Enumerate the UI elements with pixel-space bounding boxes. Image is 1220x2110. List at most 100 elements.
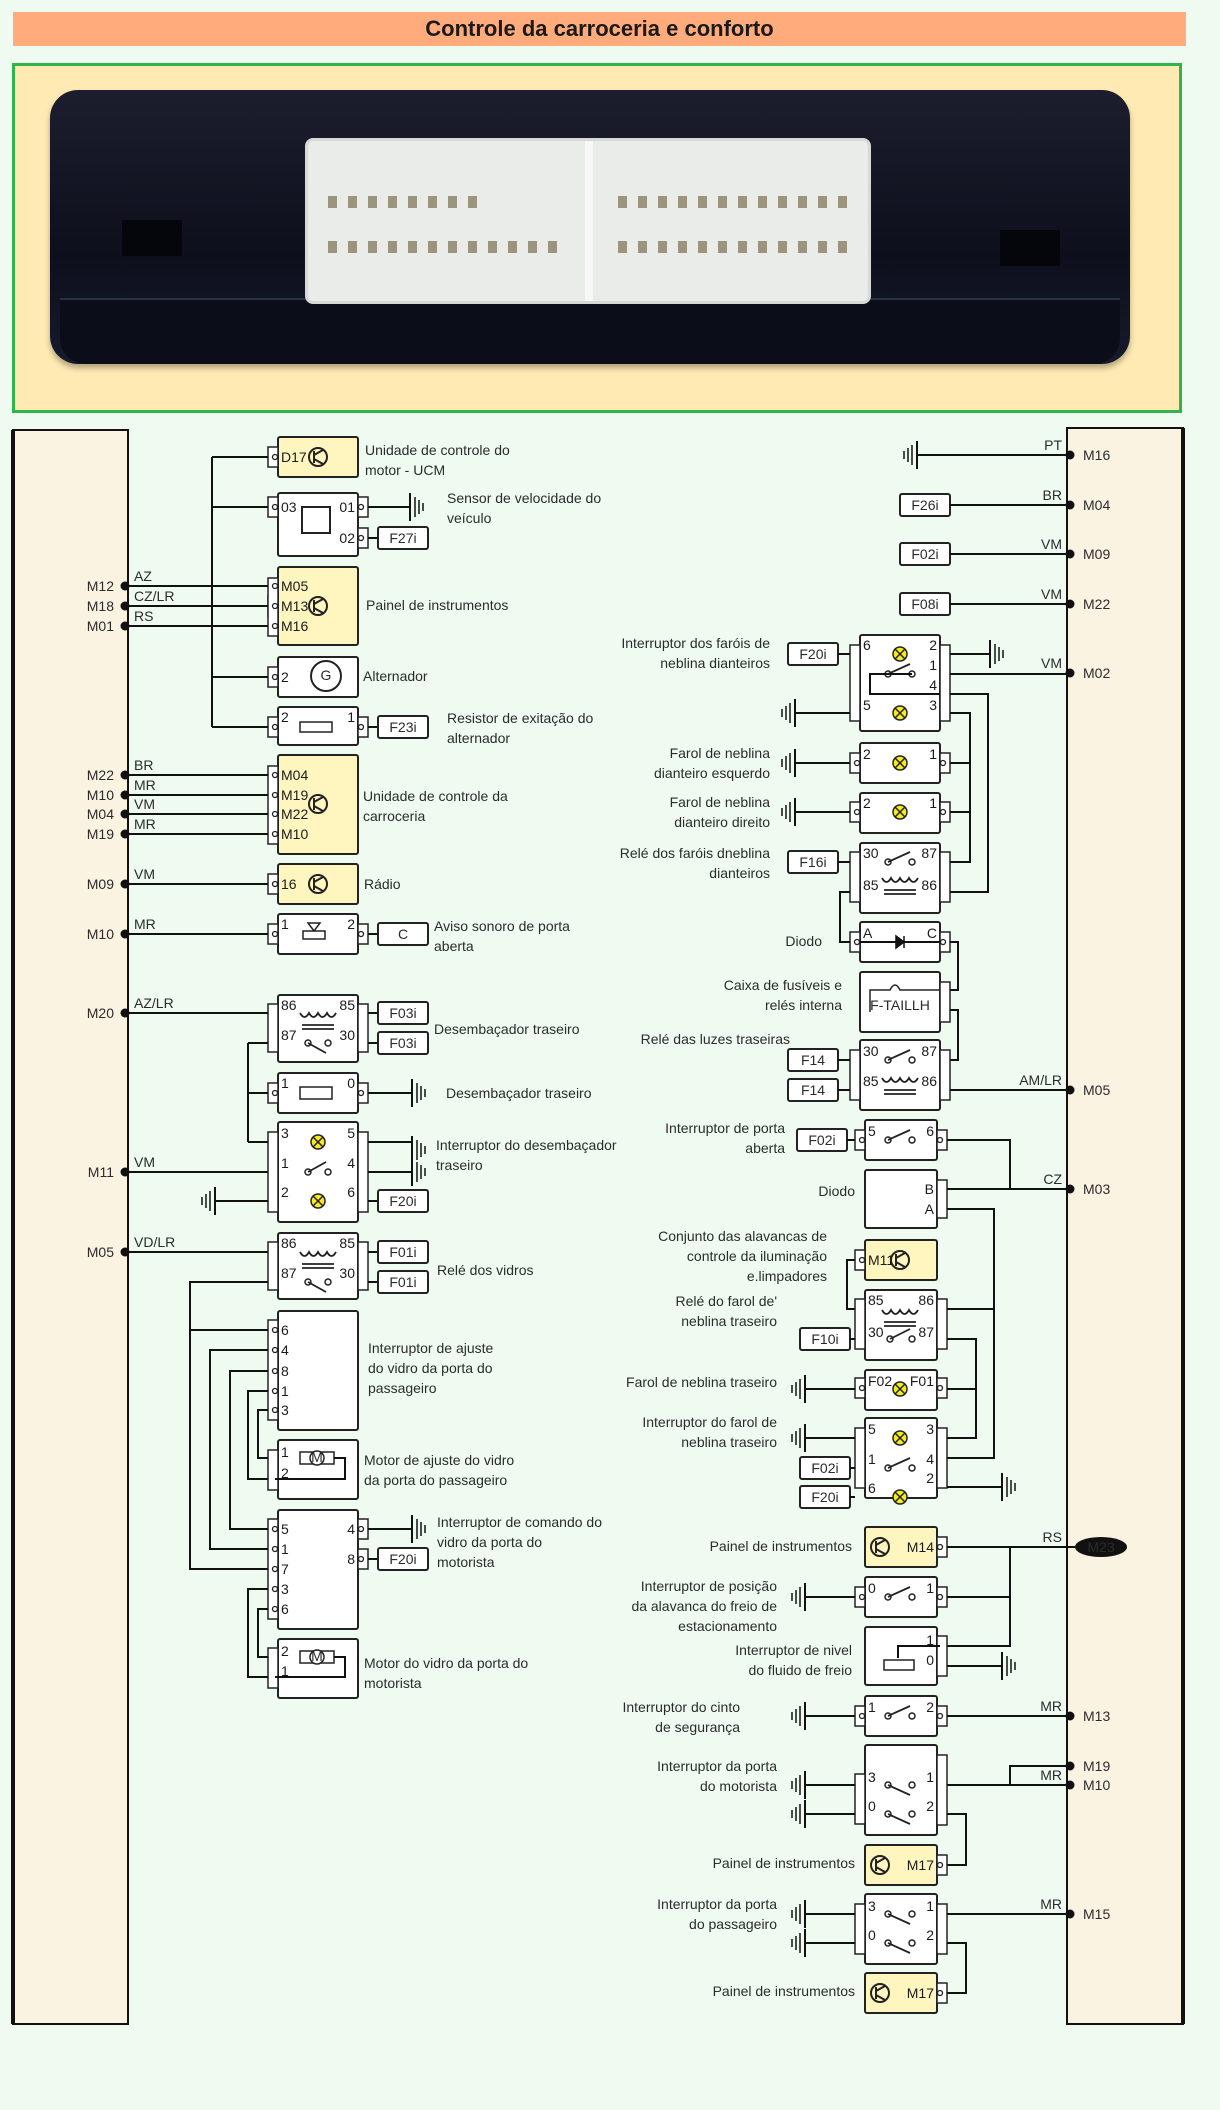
- fuse-label: F01i: [389, 1244, 416, 1260]
- fuse-box: [377, 1270, 429, 1294]
- transistor-emitter: [875, 1866, 886, 1873]
- component-label: Unidade de controle da: [363, 788, 508, 804]
- pin-label: 6: [863, 637, 871, 653]
- pin-label: M14: [907, 1539, 934, 1555]
- component-label: Aviso sonoro de porta: [434, 918, 570, 934]
- pin-terminal: [271, 1545, 279, 1553]
- connector-half-left: [308, 141, 578, 301]
- pin-label: 3: [868, 1769, 876, 1785]
- pin-label: 30: [339, 1265, 355, 1281]
- wire: [947, 1813, 967, 1866]
- lamp-cross: [894, 806, 906, 818]
- pin-label: 5: [868, 1123, 876, 1139]
- switch-icon: [884, 1781, 916, 1796]
- pin-row: [328, 196, 488, 208]
- pin-label: 0: [868, 1580, 876, 1596]
- pin-tab: [854, 1773, 866, 1825]
- pin-terminal: [271, 1565, 279, 1573]
- pin-terminal: [271, 1089, 279, 1097]
- pin-terminal: [271, 771, 279, 779]
- pin-tab: [936, 1754, 948, 1826]
- transistor-collector: [875, 1539, 886, 1546]
- pin-terminal: [357, 534, 365, 542]
- fuse-label: F02i: [811, 1460, 838, 1476]
- component-label: aberta: [434, 938, 474, 954]
- wire-color-label: CZ/LR: [134, 588, 174, 604]
- pin-label: M17: [907, 1985, 934, 2001]
- component-label: alternador: [447, 730, 510, 746]
- switch-icon: [884, 1586, 916, 1601]
- pin-tab: [854, 1903, 866, 1955]
- lamp-icon: [892, 1430, 908, 1446]
- pin-label: 16: [281, 876, 297, 892]
- component-label: traseiro: [436, 1157, 483, 1173]
- pin-label: D17: [281, 449, 307, 465]
- pin-tab: [936, 1903, 948, 1955]
- pin-label: 86: [921, 1073, 937, 1089]
- lamp-icon: [310, 1134, 326, 1150]
- component-label: Farol de neblina: [670, 745, 771, 761]
- module-lip: [60, 298, 1120, 364]
- fuse-label: F20i: [811, 1489, 838, 1505]
- fuse-label: F08i: [911, 596, 938, 612]
- switch-icon: [884, 1810, 916, 1825]
- wire: [257, 1608, 268, 1658]
- ground-icon: [791, 1929, 806, 1957]
- switch-contact: [324, 1278, 332, 1286]
- wire: [950, 1009, 959, 1061]
- pin-label: 2: [347, 916, 355, 932]
- pin-label: M10: [281, 826, 308, 842]
- relay-coil-icon: [881, 1076, 919, 1095]
- fuse-label: C: [398, 926, 408, 942]
- pin-tab: [939, 1049, 951, 1101]
- transistor-collector: [875, 1985, 886, 1992]
- wire: [229, 1370, 268, 1530]
- left-pin-label: M04: [87, 806, 114, 822]
- left-pin-label: M19: [87, 826, 114, 842]
- pin-label: 86: [281, 1235, 297, 1251]
- switch-lever: [887, 1784, 911, 1796]
- pin-label: 4: [347, 1521, 355, 1537]
- coil-winding: [299, 1011, 337, 1018]
- component-label: neblina dianteiros: [660, 655, 770, 671]
- wire-color-label: VM: [1041, 536, 1062, 552]
- wire-color-label: BR: [134, 757, 153, 773]
- mounting-tab-left: [122, 220, 182, 256]
- pin-label: 4: [926, 1451, 934, 1467]
- pin-terminal: [936, 1712, 944, 1720]
- pin-tab: [267, 1449, 279, 1491]
- wire: [950, 693, 989, 893]
- coil-winding: [881, 1076, 919, 1083]
- pin-label: 8: [281, 1363, 289, 1379]
- pin-label: 2: [281, 669, 289, 685]
- transistor-emitter: [313, 607, 324, 614]
- left-pin-label: M10: [87, 787, 114, 803]
- pin-terminal: [936, 1861, 944, 1869]
- pin-label: 5: [347, 1125, 355, 1141]
- component-label: Motor de ajuste do vidro: [364, 1452, 514, 1468]
- pin-tab: [357, 1241, 369, 1291]
- lamp-icon: [892, 705, 908, 721]
- wire: [869, 673, 940, 695]
- pin-label: M11: [868, 1252, 894, 1268]
- ground-icon: [201, 1187, 216, 1215]
- pin-label: 2: [281, 1465, 289, 1481]
- heater-grid-icon: [299, 1086, 333, 1100]
- switch-lever: [887, 1913, 911, 1925]
- pin-label: 1: [347, 709, 355, 725]
- pin-terminal: [271, 1387, 279, 1395]
- fuse-box: [377, 1189, 429, 1213]
- speed-sensor-box: [277, 492, 359, 557]
- pin-terminal: [271, 723, 279, 731]
- wire-color-label: VD/LR: [134, 1234, 175, 1250]
- pin-terminal: [936, 1136, 944, 1144]
- page-title: Controle da carroceria e conforto: [13, 12, 1186, 46]
- ground-icon: [1001, 1652, 1016, 1680]
- fuse-label: F02i: [808, 1132, 835, 1148]
- right-pin-label: M16: [1083, 447, 1110, 463]
- fuse-label: F10i: [811, 1331, 838, 1347]
- component-label: Interruptor dos faróis de: [621, 635, 770, 651]
- pin-label: 2: [863, 746, 871, 762]
- component-label: Unidade de controle do: [365, 442, 510, 458]
- transistor-circle: [870, 1983, 890, 2003]
